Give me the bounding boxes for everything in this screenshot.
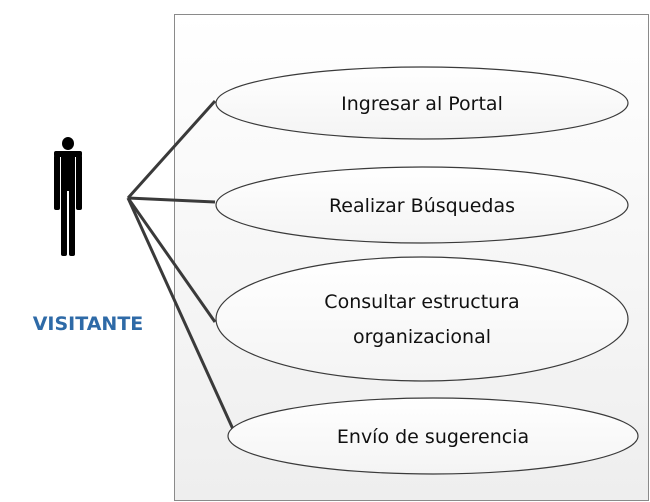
use-case-consultar-estructura: Consultar estructura organizacional	[215, 256, 629, 382]
use-case-realizar-busquedas: Realizar Búsquedas	[215, 166, 629, 244]
use-case-label: Ingresar al Portal	[341, 93, 503, 115]
association-line	[126, 99, 217, 200]
association-line	[126, 197, 217, 323]
use-case-label-line-1: Consultar estructura	[324, 291, 519, 313]
use-case-label-line-2: organizacional	[353, 326, 491, 348]
use-case-label: Realizar Búsquedas	[329, 195, 515, 217]
use-case-envio-de-sugerencia: Envío de sugerencia	[227, 397, 639, 475]
actor-label: VISITANTE	[33, 313, 144, 335]
association-line	[126, 197, 239, 439]
association-line	[127, 196, 216, 204]
associations	[126, 99, 239, 439]
use-case-ingresar-al-portal: Ingresar al Portal	[215, 66, 629, 140]
use-case-label: Envío de sugerencia	[337, 426, 529, 448]
actor-icon	[54, 137, 82, 256]
